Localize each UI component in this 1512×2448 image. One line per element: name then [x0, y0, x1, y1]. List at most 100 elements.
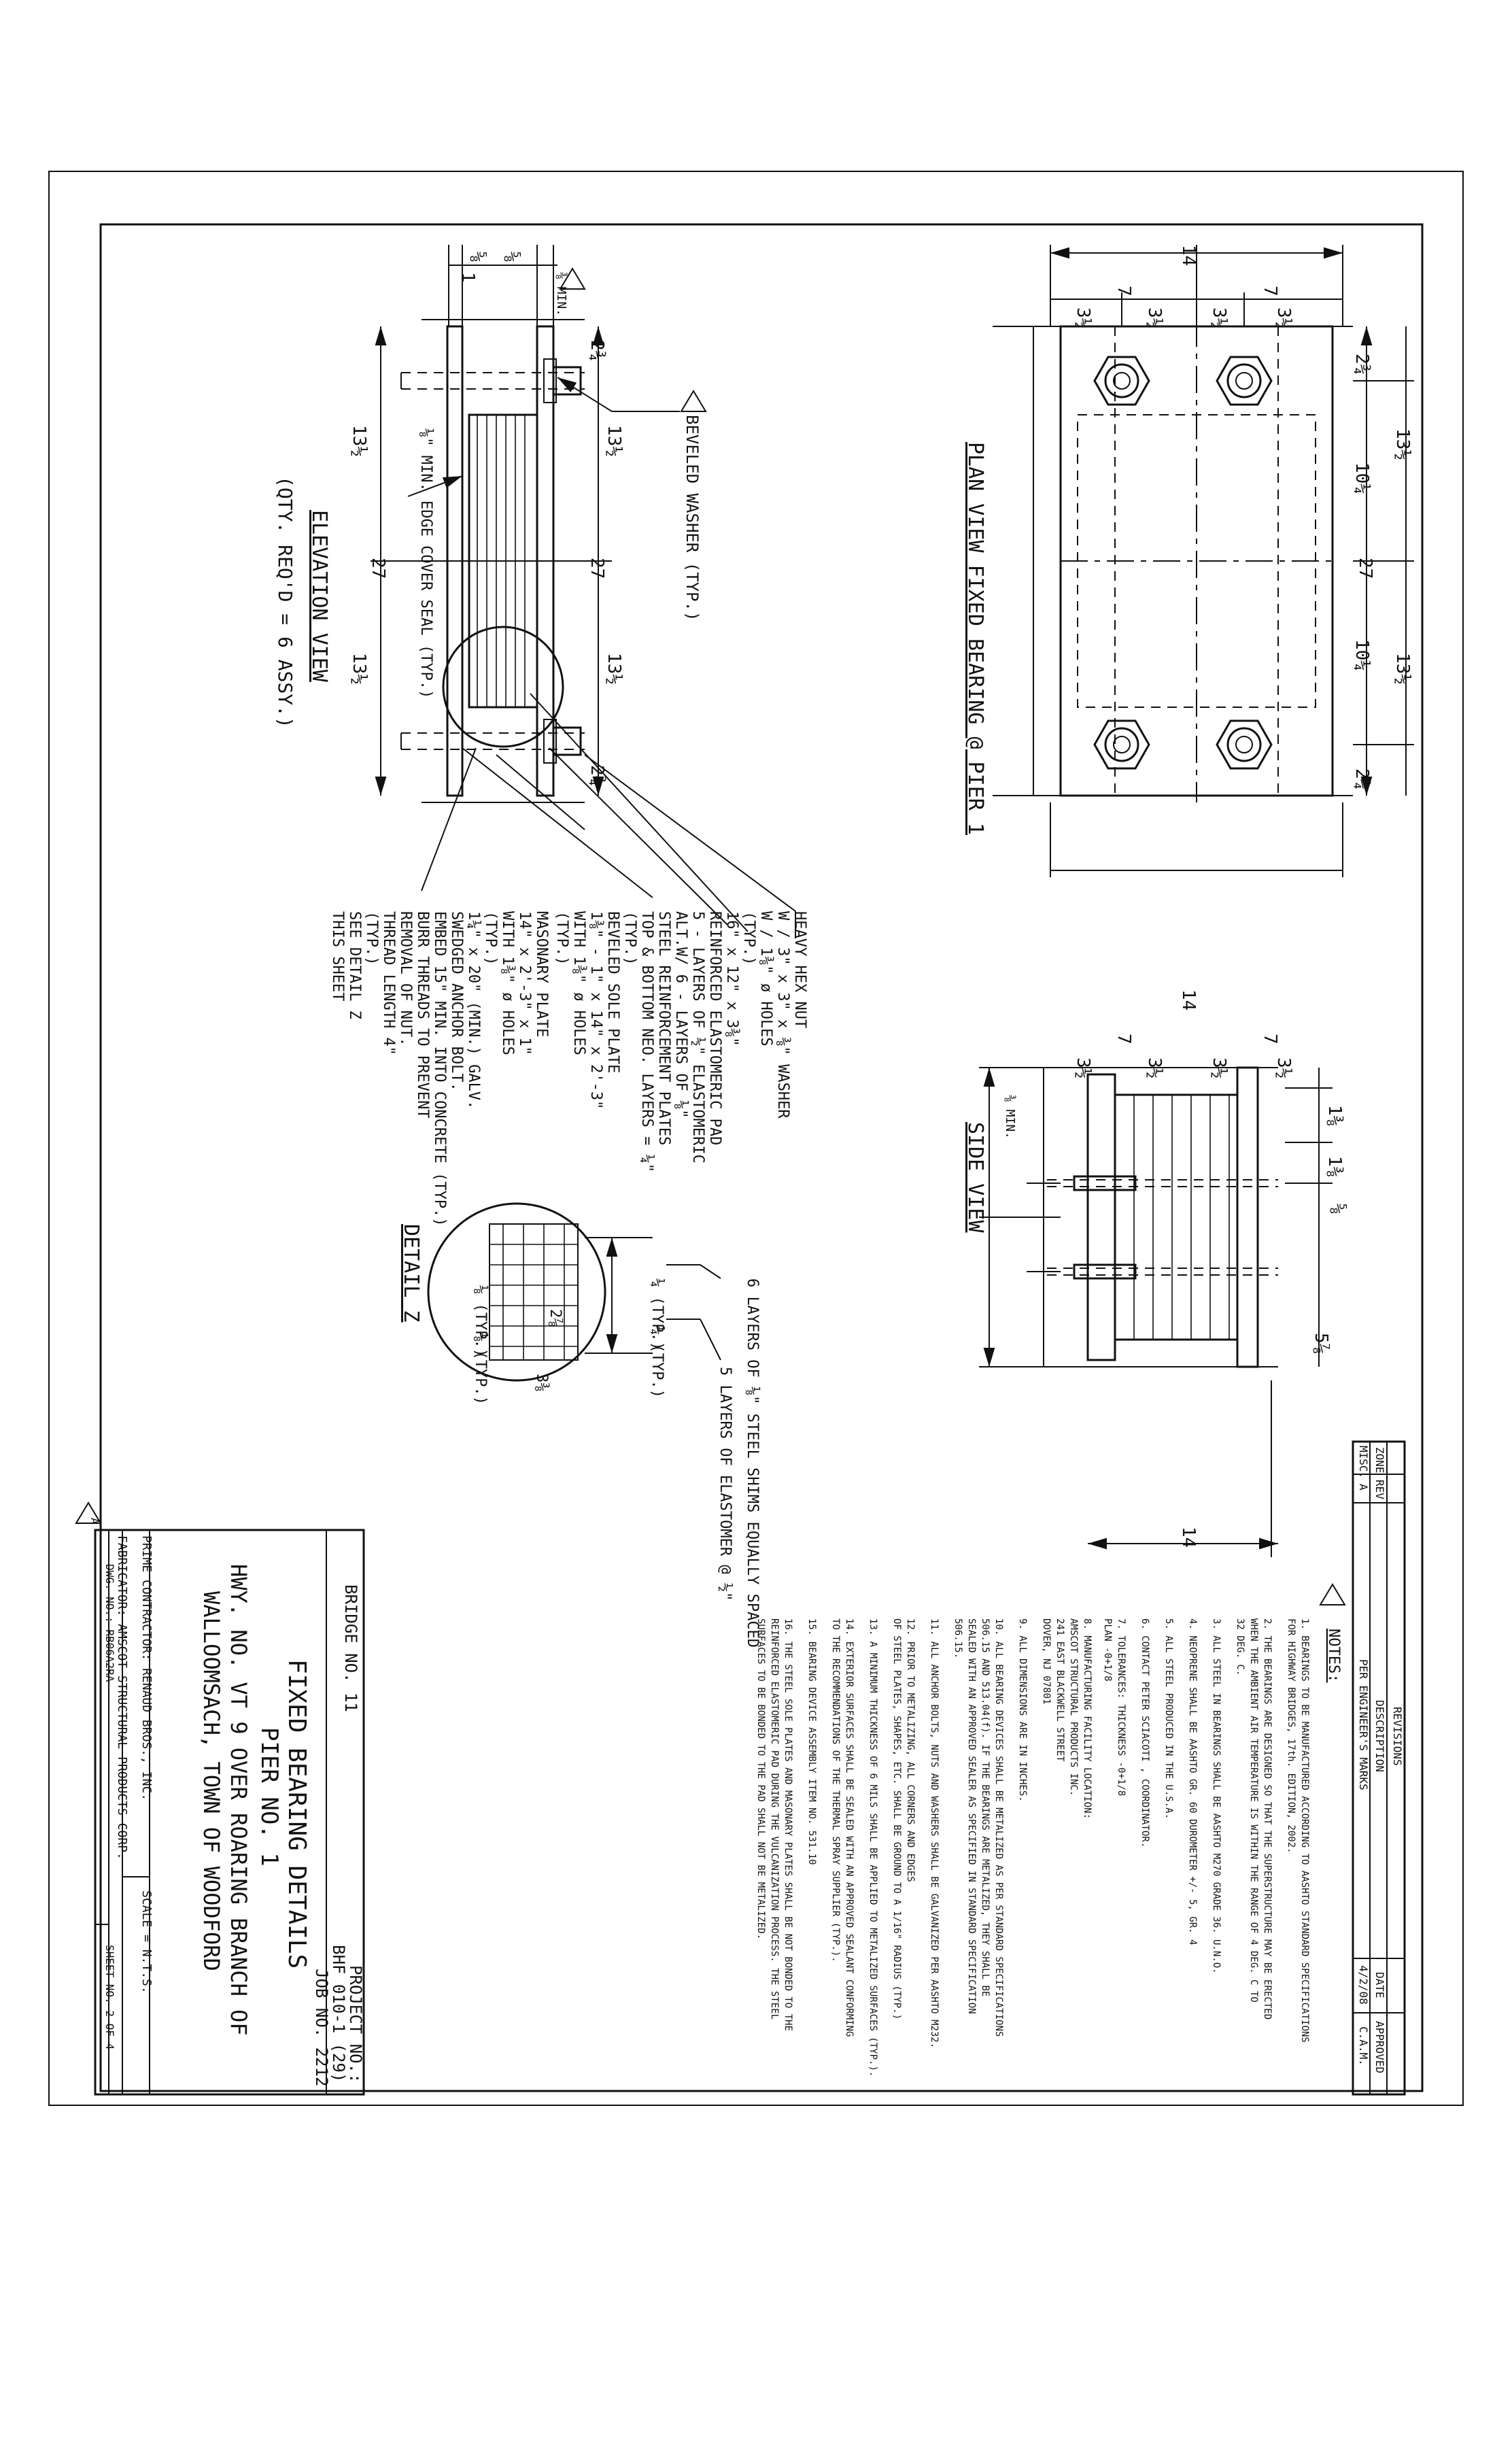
detail-z-dim-quarter-b: ¼ (TYP.): [649, 1326, 666, 1398]
note-line-27: 15. BEARING DEVICE ASSEMBLY ITEM NO. 531…: [806, 1618, 817, 1865]
callout-27: SEE DETAIL Z: [346, 911, 363, 1019]
elev-dim-5-8-bot: ⅝: [502, 252, 522, 262]
callout-17: 14" x 2'-3" x 1": [516, 911, 533, 1055]
note-line-1: 1. BEARINGS TO BE MANUFACTURED ACCORDING…: [1299, 1618, 1310, 2043]
note-line-23: OF STEEL PLATES, SHAPES, ETC. SHALL BE G…: [891, 1618, 902, 2020]
plan-dim-14: 14: [1178, 245, 1199, 266]
side-nut-lower: [1073, 1263, 1137, 1280]
note-line-11: PLAN -0+1/8: [1102, 1618, 1113, 1682]
note-line-24: 13. A MINIMUM THICKNESS OF 6 MILS SHALL …: [867, 1618, 878, 2077]
rev-col-approved: APPROVED: [1373, 2021, 1386, 2073]
note-line-28: 16. THE STEEL SOLE PLATES AND MASONARY P…: [783, 1618, 793, 2031]
callout-14: WITH 1⅜" ø HOLES: [570, 911, 587, 1055]
note-line-7: 4. NEOPRENE SHALL BE AASHTO GR. 60 DUROM…: [1187, 1618, 1198, 1945]
plan-dim-3-half-c: 3½: [1209, 307, 1229, 328]
detail-z: [427, 1202, 721, 1382]
side-masonry-plate: [1236, 1066, 1259, 1368]
elev-dim-13-half-b: 13½: [349, 653, 369, 685]
side-nut-upper: [1073, 1175, 1137, 1191]
rev-triangle-icons: [75, 267, 1346, 1605]
rev-triangle-icon: [75, 1501, 102, 1524]
elev-nut-bottom: [552, 726, 582, 756]
rev-triangle-icon: [1319, 1583, 1346, 1605]
plan-bolt-bottom-right: [1216, 719, 1273, 770]
elevation-view-title: ELEVATION VIEW: [307, 510, 331, 683]
side-dim-5-7-8: 5⅞: [1311, 1333, 1331, 1354]
notes-title: NOTES:: [1325, 1629, 1342, 1682]
callout-18: WITH 1⅜" ø HOLES: [499, 911, 516, 1055]
rev-row-date: 4/2/08: [1357, 1965, 1370, 2005]
note-line-25: 14. EXTERIOR SURFACES SHALL BE SEALED WI…: [844, 1618, 855, 2037]
elev-edge-cover: ⅛" MIN. EDGE COVER SEAL (TYP.): [417, 428, 434, 698]
note-line-12: 8. MANUFACTURING FACILITY LOCATION:: [1082, 1618, 1093, 1819]
note-line-14: 241 EAST BLACKWELL STREET: [1054, 1618, 1065, 1762]
plan-view-title: PLAN VIEW FIXED BEARING @ PIER 1: [963, 442, 987, 835]
side-dim-3-half-d: 3½: [1273, 1057, 1294, 1078]
side-dim-14: 14: [1178, 989, 1199, 1010]
note-line-13: AMSCOT STRUCTURAL PRODUCTS INC.: [1068, 1618, 1079, 1796]
plan-dim-2-3q-a: 2¾: [1352, 354, 1372, 375]
note-line-16: 9. ALL DIMENSIONS ARE IN INCHES.: [1017, 1618, 1028, 1802]
rev-col-rev: REV: [1373, 1480, 1386, 1499]
callout-16: MASONARY PLATE: [533, 911, 550, 1037]
callout-5: 16" x 12" x 3⅜": [723, 911, 740, 1047]
note-line-4: WHEN THE AMBIENT AIR TEMPERATURE IS WITH…: [1248, 1618, 1259, 2003]
side-dim-1-3-8-b: 1⅜: [1324, 1156, 1345, 1177]
side-dim-7-b: 7: [1260, 1034, 1280, 1044]
note-line-17: 10. ALL BEARING DEVICES SHALL BE METALIZ…: [993, 1618, 1004, 2037]
plan-view: [993, 245, 1414, 877]
drawing-text: PLAN VIEW FIXED BEARING @ PIER 1 27 13½ …: [88, 245, 1413, 2086]
detail-z-title: DETAIL Z: [399, 1224, 423, 1323]
rev-row-zone: MISC.: [1357, 1446, 1370, 1478]
detail-z-elastomer: 5 LAYERS OF ELASTOMER @ ½": [717, 1367, 734, 1601]
note-line-9: 6. CONTACT PETER SCIACOTI , COORDINATOR.: [1139, 1618, 1150, 1848]
elev-dim-27-a: 27: [368, 558, 388, 579]
rev-row-approved: C.A.M.: [1357, 2026, 1370, 2066]
callout-4: (TYP.): [740, 911, 757, 965]
tb-scale: SCALE = N.T.S.: [139, 1890, 154, 1994]
note-line-3: 2. THE BEARINGS ARE DESIGNED SO THAT THE…: [1262, 1618, 1273, 2020]
note-line-18: 506.15 AND 513.04(f). IF THE BEARINGS AR…: [980, 1618, 991, 1996]
elev-dim-5-8-top: ⅝: [468, 252, 488, 262]
note-line-30: SURFACES TO BE BONDED TO THE PAD SHALL N…: [755, 1618, 766, 1939]
detail-z-steel-shims: 6 LAYERS OF ⅛" STEEL SHIMS EQUALLY SPACE…: [744, 1278, 761, 1648]
detail-z-dim-2-7-8: 2⅞: [547, 1309, 564, 1327]
callout-8: ALT.W/ 6 - LAYERS OF ⅛": [672, 911, 689, 1119]
tb-title: FIXED BEARING DETAILS: [283, 1659, 311, 1969]
rev-row-rev: A: [1357, 1484, 1370, 1491]
elev-dim-13-half-c: 13½: [604, 425, 624, 457]
tb-project-label: PROJECT NO.:: [346, 1965, 365, 2083]
note-line-8: 5. ALL STEEL PRODUCED IN THE U.S.A.: [1163, 1618, 1174, 1819]
callout-10: TOP & BOTTOM NEO. LAYERS = ¼": [638, 911, 655, 1172]
detail-z-callout-circle: [442, 626, 564, 748]
note-line-21: 11. ALL ANCHOR BOLTS, NUTS AND WASHERS S…: [929, 1618, 940, 2048]
side-pad-layers: [1133, 1095, 1230, 1340]
callout-9: STEEL REINFORCEMENT PLATES: [655, 911, 672, 1145]
side-dim-5-8: ⅝: [1328, 1204, 1348, 1214]
tb-prime-contractor: PRIME CONTRACTOR: RENAUD BROS., INC.: [139, 1535, 154, 1801]
side-dim-7-a: 7: [1114, 1034, 1134, 1044]
callout-2: W / 3" x 3" x ⅜" WASHER: [774, 911, 791, 1119]
elev-dim-2-3q-b: 2¾: [587, 765, 607, 786]
tb-subtitle: PIER NO. 1: [256, 1727, 283, 1867]
detail-z-dim-3-3-8: 3⅜: [533, 1374, 550, 1392]
side-dim-14-bottom: 14: [1178, 1527, 1199, 1548]
tb-town-line: WALLOOMSACH, TOWN OF WOODFORD: [199, 1591, 224, 1971]
rev-col-zone: ZONE: [1373, 1447, 1386, 1474]
detail-z-dim-eighth-b: ⅛ (TYP.): [472, 1333, 489, 1405]
note-line-5: 32 DEG. C.: [1235, 1618, 1245, 1676]
plan-dim-7-a: 7: [1114, 286, 1134, 296]
callout-22: EMBED 15" MIN. INTO CONCRETE (TYP.): [431, 911, 448, 1227]
plan-dim-2-3q-b: 2¾: [1352, 768, 1372, 789]
note-line-2: FOR HIGHWAY BRIDGES, 17th. EDITION, 2002…: [1286, 1618, 1296, 1854]
callout-28: THIS SHEET: [329, 911, 346, 1001]
side-dim-3-half-b: 3½: [1144, 1057, 1165, 1078]
plan-bolt-top-right: [1216, 356, 1273, 406]
callout-24: REMOVAL OF NUT.: [397, 911, 414, 1047]
note-line-29: REINFORCED ELASTOMERIC PAD DURING THE VU…: [769, 1618, 780, 2020]
elev-beveled-washer: BEVELED WASHER (TYP.): [683, 415, 702, 621]
elev-dim-27-b: 27: [587, 558, 607, 579]
tb-project-id: BHF 010-1 (29): [329, 1945, 348, 2082]
